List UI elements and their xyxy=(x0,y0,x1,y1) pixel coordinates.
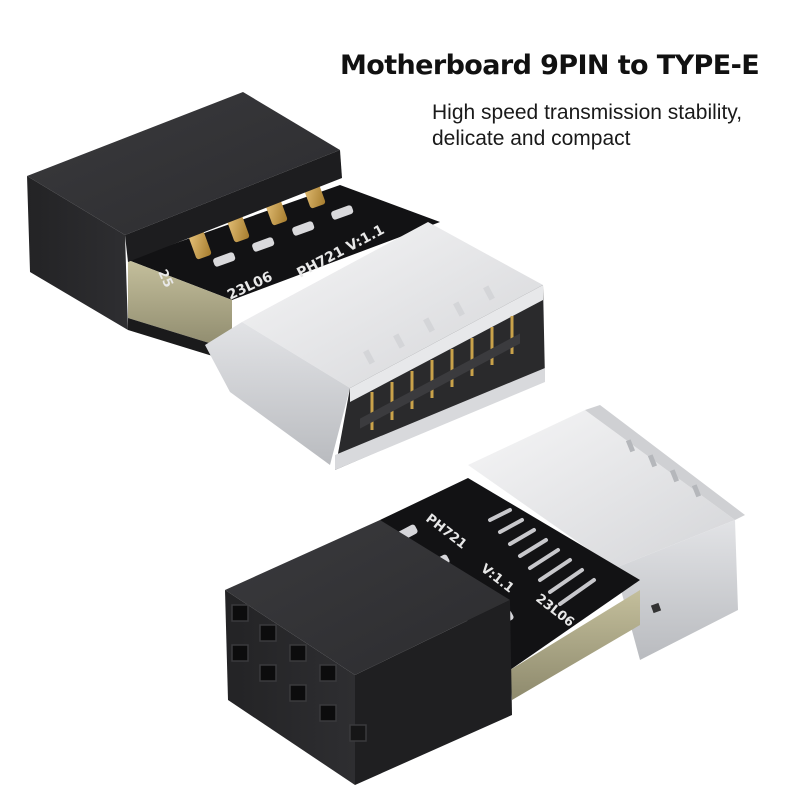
contact-fingers xyxy=(488,508,596,606)
adapter-bottom: PH721 V:1.1 23L06 xyxy=(225,405,745,785)
pin-holes xyxy=(231,604,367,742)
tagline-line-1: High speed transmission stability, xyxy=(432,101,743,124)
shield-top xyxy=(468,410,735,568)
shield-left-side xyxy=(205,322,350,465)
pcb-marking-3: 25 xyxy=(154,267,175,290)
header-block-front-face xyxy=(27,176,128,330)
shield-top xyxy=(242,222,543,388)
pcb-edge xyxy=(510,590,640,700)
tagline-line-2: delicate and compact xyxy=(432,127,631,150)
header-block-top-face xyxy=(27,92,340,235)
pcb-edge xyxy=(128,260,232,350)
header-block-side-face xyxy=(125,150,342,262)
header-block-side-face xyxy=(355,600,512,785)
header-block-top-face xyxy=(225,520,510,675)
pcb-board xyxy=(128,185,440,300)
product-headline: Motherboard 9PIN to TYPE-E xyxy=(340,50,760,81)
adapter-top: PH721 V:1.1 23L06 25 xyxy=(27,92,545,470)
shield-right-side xyxy=(615,520,738,660)
pcb-board xyxy=(380,478,640,670)
product-tagline: High speed transmission stability, delic… xyxy=(432,100,792,152)
